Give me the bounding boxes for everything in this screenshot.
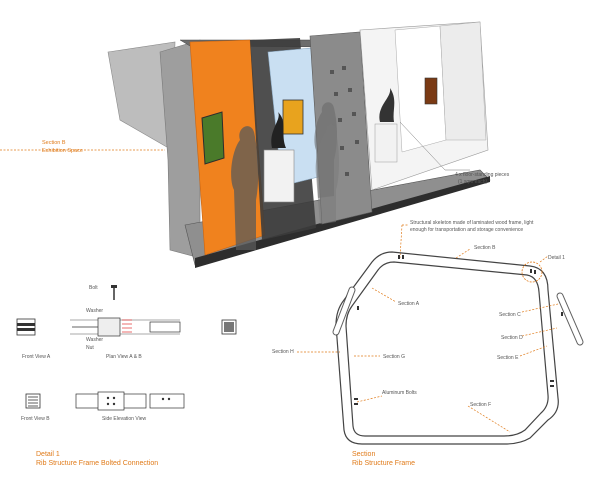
- front-view-b-label: Front View B: [21, 416, 50, 422]
- yellow-artwork: [282, 99, 304, 135]
- bolt-label: Bolt: [89, 285, 98, 291]
- label-section-c: Section C: [499, 312, 521, 318]
- pedestal-back: [374, 123, 398, 163]
- wall-perforations: [330, 66, 359, 176]
- visitor-silhouette-3: [315, 124, 339, 224]
- label-detail-1: Detail 1: [548, 255, 565, 261]
- section-b-title: Section B: [42, 140, 66, 146]
- skeleton-line2: enough for transportation and storage co…: [410, 227, 523, 233]
- front-view-small: [221, 319, 237, 335]
- label-section-d: Section D: [501, 335, 523, 341]
- frame-inner: [345, 261, 549, 437]
- frame-bolt-markers: [354, 255, 563, 405]
- label-section-g: Section G: [383, 354, 405, 360]
- floor-pieces-line1: 4 x floor-standing pieces: [455, 172, 510, 178]
- nut-label: Nut: [86, 345, 94, 351]
- frame-caption-subtitle: Rib Structure Frame: [352, 460, 415, 467]
- back-gallery-wall: [394, 25, 447, 153]
- front-view-a: [16, 318, 36, 336]
- label-section-h: Section H: [272, 349, 294, 355]
- washer-bottom-label: Washer: [86, 337, 103, 343]
- visitor-silhouette-1: [231, 126, 259, 250]
- front-view-a-label: Front View A: [22, 354, 51, 360]
- pedestal-front: [263, 149, 295, 203]
- front-view-b: [25, 393, 41, 409]
- detail-1-caption-title: Detail 1: [36, 451, 60, 458]
- frame-outer: [335, 251, 559, 445]
- detail-1-circle: [521, 261, 543, 283]
- green-artwork: [201, 111, 225, 165]
- label-aluminum-bolts: Aluminum Bolts: [382, 390, 417, 396]
- frame-caption-title: Section: [352, 451, 375, 458]
- rib-frame-drawing: [332, 251, 584, 445]
- sculpture-back: [379, 88, 395, 122]
- back-gallery-end: [439, 21, 487, 141]
- side-elevation-label: Side Elevation View: [102, 416, 146, 422]
- right-leg-inner: [557, 293, 583, 345]
- plan-view-label: Plan View A & B: [106, 354, 142, 360]
- floor-edge: [195, 176, 490, 268]
- bolt-head: [111, 285, 117, 288]
- detail-1-drawing: Bolt Front View A Washer Washer Nut Plan…: [16, 285, 237, 422]
- floor-pieces-leader: [399, 121, 470, 171]
- frame-section-labels: Section B Detail 1 Section A Section C S…: [272, 245, 565, 433]
- label-section-a: Section A: [398, 301, 420, 307]
- sculpture-front: [271, 112, 286, 148]
- washer-top-label: Washer: [86, 308, 103, 314]
- label-section-b: Section B: [474, 245, 496, 251]
- brown-artwork: [424, 77, 438, 105]
- detail-1-caption-subtitle: Rib Structure Frame Bolted Connection: [36, 460, 158, 467]
- floor-pieces-line2: (1 sqm each): [458, 179, 488, 185]
- label-section-e: Section E: [497, 355, 519, 361]
- skeleton-line1: Structural skeleton made of laminated wo…: [410, 220, 534, 226]
- plan-view: [70, 317, 181, 337]
- side-elevation: [75, 391, 185, 411]
- label-section-f: Section F: [470, 402, 491, 408]
- section-b-subtitle: Exhibition Space: [42, 148, 83, 154]
- left-leg-inner: [333, 287, 355, 335]
- exhibition-space-perspective: [107, 21, 491, 268]
